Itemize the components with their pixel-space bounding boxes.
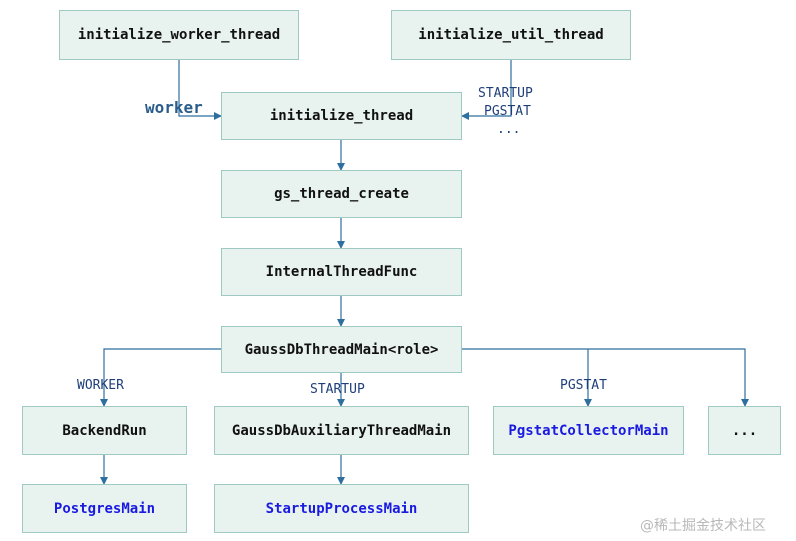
- edge-label-startup: STARTUP: [478, 86, 533, 101]
- node-backend-run: BackendRun: [22, 406, 187, 455]
- node-label: GaussDbAuxiliaryThreadMain: [231, 422, 452, 439]
- edge-label-pgstat: PGSTAT: [484, 104, 531, 119]
- node-initialize-worker-thread: initialize_worker_thread: [59, 10, 299, 60]
- node-label: initialize_worker_thread: [77, 27, 281, 43]
- node-more: ...: [708, 406, 781, 455]
- node-label: gs_thread_create: [274, 186, 409, 202]
- edge-label-worker: worker: [145, 98, 203, 117]
- node-postgres-main: PostgresMain: [22, 484, 187, 533]
- node-label: PostgresMain: [53, 500, 156, 517]
- edge-util: [461, 60, 512, 120]
- branch-label-pgstat: PGSTAT: [560, 378, 607, 393]
- edge-worker: [178, 60, 222, 120]
- node-gs-thread-create: gs_thread_create: [221, 170, 462, 218]
- node-pgstat-collector-main: PgstatCollectorMain: [493, 406, 684, 455]
- node-label: initialize_thread: [269, 108, 414, 124]
- node-label: StartupProcessMain: [265, 500, 418, 517]
- node-label: initialize_util_thread: [418, 27, 604, 43]
- watermark: @稀土掘金技术社区: [640, 518, 766, 534]
- edge-label-ellipsis: ...: [497, 122, 521, 137]
- node-label: ...: [731, 422, 758, 439]
- node-startup-process-main: StartupProcessMain: [214, 484, 469, 533]
- node-label: PgstatCollectorMain: [508, 422, 669, 439]
- edge-branch-worker: [100, 348, 221, 407]
- branch-label-startup: STARTUP: [310, 382, 365, 397]
- node-label: InternalThreadFunc: [265, 264, 418, 280]
- node-gaussdb-auxiliary-thread-main: GaussDbAuxiliaryThreadMain: [214, 406, 469, 455]
- node-initialize-thread: initialize_thread: [221, 92, 462, 140]
- node-internal-thread-func: InternalThreadFunc: [221, 248, 462, 296]
- node-gaussdb-thread-main: GaussDbThreadMain<role>: [221, 326, 462, 373]
- branch-label-worker: WORKER: [77, 378, 124, 393]
- node-label: GaussDbThreadMain<role>: [244, 341, 439, 358]
- edge-branch-pgstat: [461, 348, 749, 407]
- node-initialize-util-thread: initialize_util_thread: [391, 10, 631, 60]
- node-label: BackendRun: [62, 422, 147, 439]
